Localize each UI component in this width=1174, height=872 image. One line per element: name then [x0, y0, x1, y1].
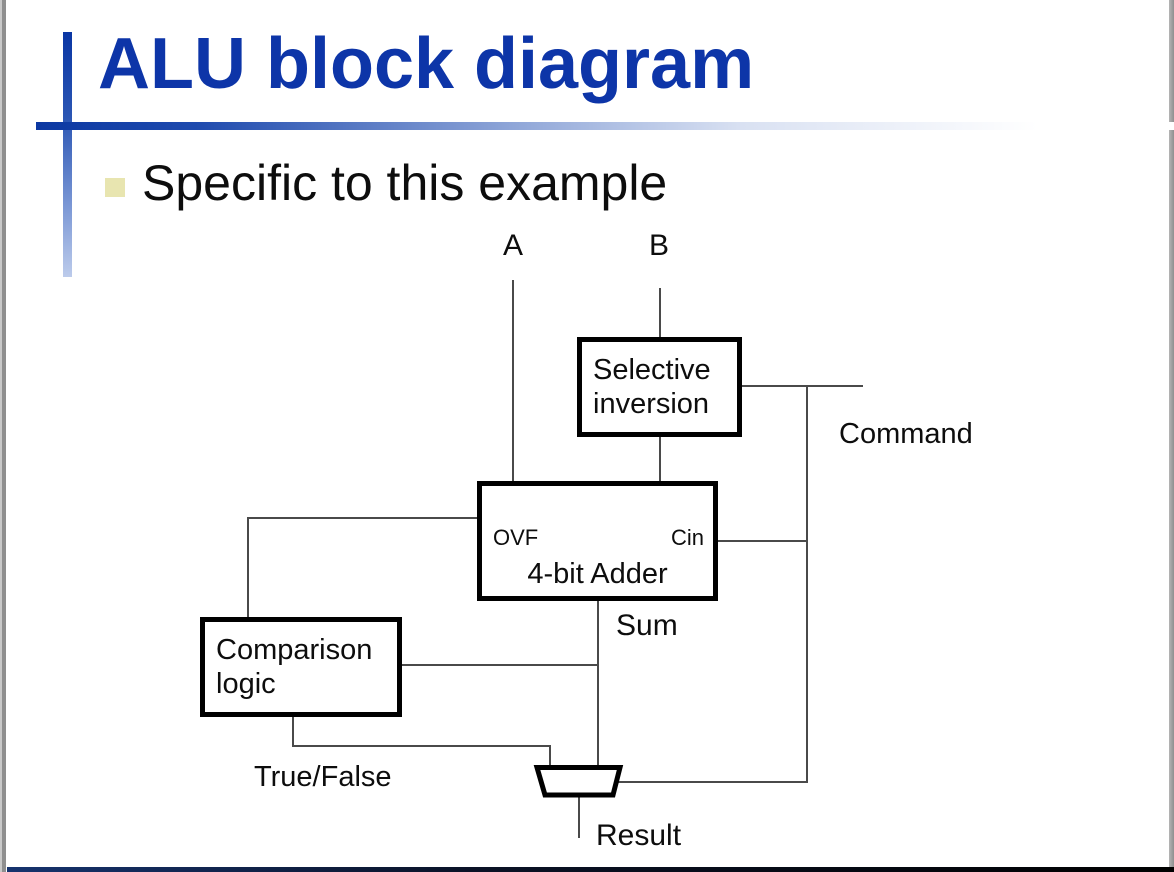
wire-sum-to-comparison [402, 664, 598, 666]
wire-a-to-adder [512, 280, 514, 482]
comparison-logic-label: Comparison logic [216, 634, 373, 700]
title-underline-rule [36, 122, 1174, 130]
wire-truefalse-vertical [292, 715, 294, 746]
bullet-icon [105, 178, 125, 197]
slide-bottom-border [7, 867, 1174, 872]
true-false-label: True/False [254, 761, 392, 793]
input-a-label: A [502, 229, 523, 262]
ovf-pin-label: OVF [493, 525, 539, 550]
wire-b-to-selective-inversion [659, 288, 661, 338]
adder-label: 4-bit Adder [527, 558, 668, 590]
wire-sum-to-mux [597, 601, 599, 768]
sum-label: Sum [616, 609, 678, 642]
cin-pin-label: Cin [670, 525, 704, 550]
wire-ovf-to-comparison [247, 517, 249, 618]
adder-block: OVF Cin 4-bit Adder [477, 481, 718, 601]
selective-inversion-block: Selective inversion [577, 337, 742, 437]
wire-command-to-cin [718, 540, 808, 542]
wire-truefalse-horizontal [292, 745, 551, 747]
comparison-logic-block: Comparison logic [200, 617, 402, 717]
title-accent-vertical-line [63, 32, 72, 277]
mux-trapezoid [533, 765, 624, 798]
result-label: Result [596, 819, 682, 852]
wire-ovf-horizontal [247, 517, 477, 519]
wire-mux-to-result [578, 795, 580, 838]
selective-inversion-label: Selective inversion [593, 354, 711, 420]
wire-command-vertical [806, 385, 808, 783]
wire-truefalse-to-mux [549, 745, 551, 769]
bullet-text: Specific to this example [142, 155, 668, 211]
wire-command-to-mux [614, 781, 808, 783]
command-label: Command [839, 418, 973, 450]
input-b-label: B [648, 229, 669, 262]
page-title: ALU block diagram [98, 24, 755, 104]
wire-selective-inversion-to-adder [659, 437, 661, 482]
slide-right-border [1169, 0, 1174, 872]
slide-left-border [0, 0, 7, 872]
wire-command-to-selective-inversion [742, 385, 863, 387]
